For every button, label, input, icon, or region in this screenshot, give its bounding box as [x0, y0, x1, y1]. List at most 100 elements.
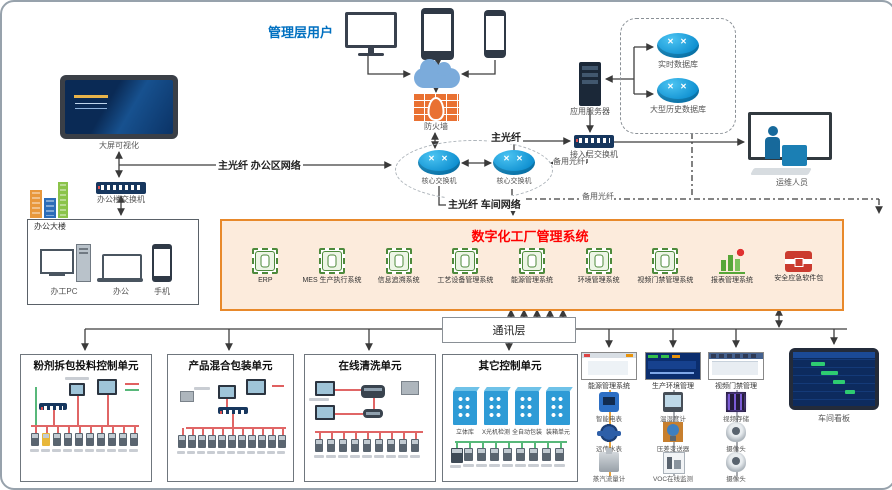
access-switch-icon [574, 135, 614, 148]
drive-icon [42, 433, 50, 446]
drive-icon [119, 433, 127, 446]
office-switch-label: 办公楼交换机 [97, 195, 145, 204]
hmi-panel-icon [315, 405, 335, 420]
drive-icon [411, 439, 419, 452]
drive-icon [188, 435, 196, 448]
device-label: 压差变送器 [656, 446, 690, 453]
application-server-icon [579, 62, 601, 106]
emergency-kit-icon [785, 251, 813, 272]
plc-panel-icon [246, 379, 266, 395]
module-label: ERP [258, 277, 273, 284]
drive-icon [218, 435, 226, 448]
system-screenshot [708, 352, 764, 380]
drive-icon [315, 439, 323, 452]
control-unit: 粉剂拆包投料控制单元 [20, 354, 152, 482]
drive-icon [208, 435, 216, 448]
cabinet-label: 全自动包装 [511, 430, 543, 436]
drive-icon [258, 435, 266, 448]
column-title: 视频门禁管理 [715, 383, 757, 390]
column-title: 能源管理系统 [588, 383, 630, 390]
history-database-icon [657, 78, 699, 103]
chip-icon [585, 248, 612, 274]
chip-icon [385, 248, 412, 274]
chip-icon [652, 248, 679, 274]
smartphone-icon [484, 10, 506, 58]
module-item: MES 生产执行系统 [299, 248, 366, 285]
drive-icon [339, 439, 347, 452]
drive-icon [248, 435, 256, 448]
water-meter-icon [597, 422, 621, 442]
module-item: 信息追溯系统 [365, 248, 432, 285]
drive-icon [75, 433, 83, 446]
dome-camera-icon [726, 422, 746, 442]
drive-icon [31, 433, 39, 446]
workshop-kanban-label: 车间看板 [818, 414, 850, 423]
main-fiber-office-label: 主光纤 办公区网络 [216, 157, 303, 172]
monitor-column: 能源管理系统智能电表远传水表蒸汽流量计 [580, 352, 638, 483]
chip-icon [452, 248, 479, 274]
server-rack-icon [726, 392, 746, 412]
device-icon [464, 448, 473, 461]
cabinet-icon [515, 391, 539, 425]
backup-fiber-upper-label: 备用光纤 [553, 157, 585, 167]
drive-icon [198, 435, 206, 448]
person-icon [768, 126, 778, 136]
keyboard-icon [750, 168, 812, 175]
desk-icon [782, 145, 807, 166]
device-icon [516, 448, 525, 461]
factory-system-title: 数字化工厂管理系统 [471, 229, 589, 244]
device-label: 蒸汽流量计 [592, 476, 626, 483]
unit-topology [172, 377, 289, 478]
cabinet-icon [484, 391, 508, 425]
bar-chart-icon [719, 248, 746, 274]
office-laptop-label: 办公 [113, 287, 129, 296]
unit-topology [309, 377, 431, 478]
device-label: 视频存储 [723, 416, 749, 423]
device-icon [555, 448, 564, 461]
device-icon [503, 448, 512, 461]
firewall-label: 防火墙 [424, 122, 448, 131]
module-item: 视频门禁管理系统 [632, 248, 699, 285]
unit-topology [25, 377, 147, 478]
module-label: 工艺设备管理系统 [437, 277, 494, 284]
motor-icon [361, 385, 385, 398]
application-server-label: 应用服务器 [570, 107, 610, 116]
hmi-panel-icon [315, 381, 335, 396]
thermo-display-icon [663, 392, 683, 412]
drive-icon [86, 433, 94, 446]
voc-station-icon [663, 452, 685, 474]
transmitter-icon [663, 422, 683, 442]
system-screenshot [645, 352, 701, 380]
person-body-icon [765, 137, 780, 159]
comm-layer-label: 通讯层 [492, 325, 526, 337]
chip-icon [519, 248, 546, 274]
device-icon [529, 448, 538, 461]
cabinet-label: 装箱单元 [545, 430, 571, 436]
laptop-icon [102, 254, 142, 280]
module-item: ERP [232, 248, 299, 285]
drive-icon [387, 439, 395, 452]
pc-tower-icon [76, 244, 91, 282]
access-switch-label: 接入层交换机 [570, 150, 618, 159]
management-users-label: 管理层用户 [268, 25, 334, 40]
pump-icon [363, 409, 383, 418]
main-fiber-label: 主光纤 [489, 129, 523, 144]
control-unit-title: 在线清洗单元 [338, 360, 402, 372]
cabinet-label: X光机检测 [481, 430, 511, 436]
control-unit: 产品混合包装单元 [167, 354, 294, 482]
core-switch-left-label: 核心交换机 [421, 178, 457, 185]
realtime-database-icon [657, 33, 699, 58]
hmi-panel-icon [218, 385, 236, 399]
office-building-label: 办公大楼 [34, 222, 66, 231]
factory-modules: ERP MES 生产执行系统信息追溯系统工艺设备管理系统 能源管理系统 环境管理系统视… [232, 248, 832, 285]
module-item: 环境管理系统 [565, 248, 632, 285]
module-label: 能源管理系统 [511, 277, 554, 284]
drive-icon [327, 439, 335, 452]
device-label: VOC在线监测 [652, 476, 694, 483]
mini-switch-icon [218, 407, 248, 415]
drive-icon [268, 435, 276, 448]
comm-layer-box: 通讯层 [442, 317, 576, 343]
device-icon [477, 448, 486, 461]
